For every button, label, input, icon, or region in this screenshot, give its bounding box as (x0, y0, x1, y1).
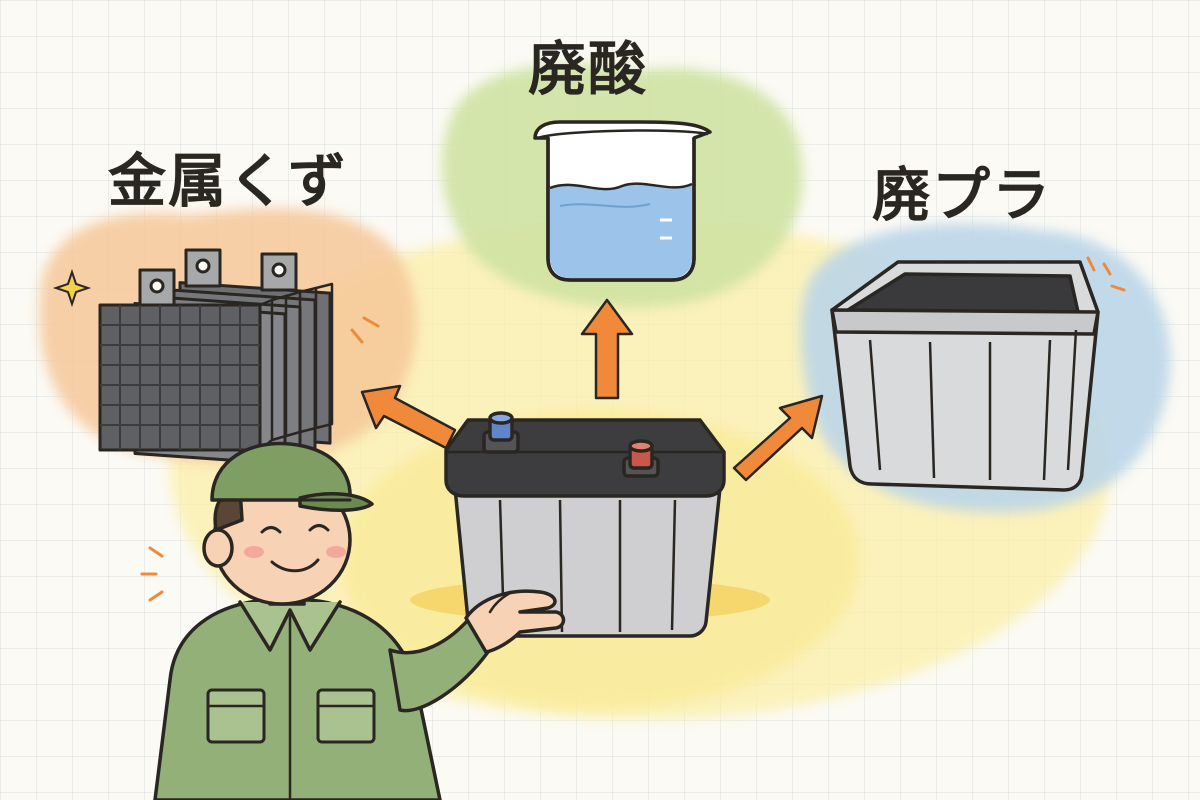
arrow-to-acid (580, 298, 634, 400)
sparkle-icon (52, 268, 92, 308)
emphasis-marks-plastic (1086, 256, 1126, 292)
battery-icon (410, 411, 770, 638)
emphasis-marks-worker (140, 546, 164, 602)
lead-plates-icon (98, 248, 334, 466)
plastic-case-icon (830, 260, 1100, 492)
arrow-to-plastic (732, 394, 824, 482)
arrow-to-metal (360, 384, 457, 450)
label-metal-scrap: 金属くず (108, 147, 349, 215)
label-waste-acid: 廃酸 (528, 35, 649, 103)
label-waste-plastic: 廃プラ (872, 161, 1053, 229)
worker-icon (153, 441, 566, 800)
emphasis-marks-metal (350, 316, 380, 344)
beaker-icon (533, 120, 712, 282)
